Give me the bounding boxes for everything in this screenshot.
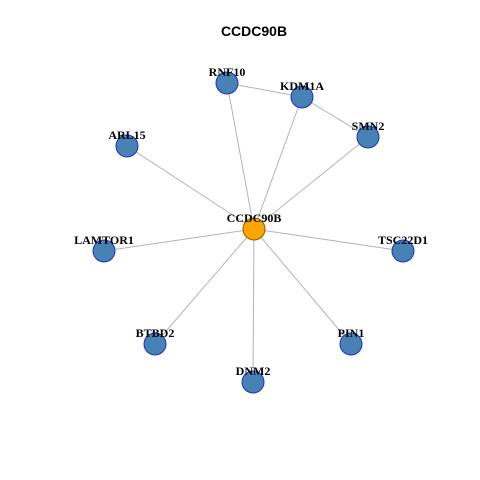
node-circle-tsc22d1 [391,239,415,263]
edges-layer [103,82,404,383]
node-pin1: PIN1 [338,326,365,356]
edge-kdm1a-smn2 [301,96,369,138]
node-circle-lamtor1 [92,239,116,263]
node-tsc22d1: TSC22D1 [378,233,428,263]
node-label-tsc22d1: TSC22D1 [378,233,428,247]
node-label-ccdc90b: CCDC90B [227,211,282,225]
node-circle-dnm2 [241,370,265,394]
node-lamtor1: LAMTOR1 [74,233,134,263]
edge-ccdc90b-lamtor1 [103,228,255,252]
node-btbd2: BTBD2 [136,326,175,356]
node-label-dnm2: DNM2 [236,364,271,378]
node-arl15: ARL15 [108,128,146,158]
edge-ccdc90b-tsc22d1 [253,228,404,252]
edge-ccdc90b-btbd2 [154,228,255,345]
node-circle-rnf10 [215,71,239,95]
node-circle-arl15 [115,134,139,158]
node-label-rnf10: RNF10 [209,65,246,79]
node-rnf10: RNF10 [209,65,246,95]
edge-ccdc90b-arl15 [126,145,255,230]
edge-ccdc90b-smn2 [253,136,369,230]
edge-ccdc90b-kdm1a [253,96,303,230]
node-kdm1a: KDM1A [280,79,324,109]
node-circle-btbd2 [143,332,167,356]
node-circle-pin1 [339,332,363,356]
node-circle-smn2 [356,125,380,149]
node-ccdc90b: CCDC90B [227,211,282,241]
edge-ccdc90b-dnm2 [252,228,255,383]
node-circle-kdm1a [290,85,314,109]
node-label-smn2: SMN2 [352,119,385,133]
node-label-lamtor1: LAMTOR1 [74,233,134,247]
node-label-pin1: PIN1 [338,326,365,340]
edge-ccdc90b-rnf10 [226,82,255,230]
node-label-btbd2: BTBD2 [136,326,175,340]
node-label-arl15: ARL15 [108,128,145,142]
node-dnm2: DNM2 [236,364,271,394]
edge-rnf10-kdm1a [226,82,303,98]
edge-ccdc90b-pin1 [253,228,352,345]
node-label-kdm1a: KDM1A [280,79,324,93]
node-circle-ccdc90b [242,217,266,241]
node-smn2: SMN2 [352,119,385,149]
diagram-title: CCDC90B [221,23,287,39]
